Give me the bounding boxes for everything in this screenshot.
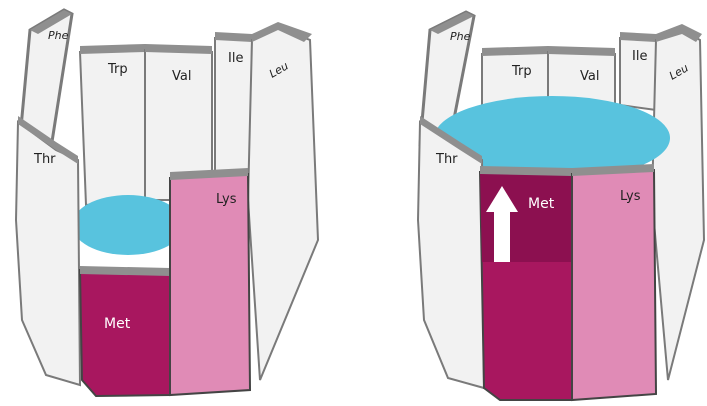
stave-ile-right: Ile <box>620 32 656 110</box>
label-ile-left: Ile <box>228 51 243 66</box>
stave-thr-left: Thr <box>16 116 80 385</box>
label-trp-left: Trp <box>107 62 128 77</box>
barrel-right: Phe Trp Val Ile Leu Thr <box>418 12 704 400</box>
label-ile-right: Ile <box>632 49 647 64</box>
label-lys-left: Lys <box>216 192 237 207</box>
label-met-right: Met <box>528 196 555 212</box>
label-lys-right: Lys <box>620 189 641 204</box>
label-phe-right: Phe <box>450 30 471 43</box>
label-thr-right: Thr <box>435 152 458 167</box>
label-trp-right: Trp <box>511 64 532 79</box>
barrel-left: Phe Trp Val Ile Leu Thr <box>16 10 318 396</box>
stave-met-left: Met <box>80 266 170 396</box>
water-left <box>72 195 184 255</box>
stave-leu-right: Leu <box>652 24 704 380</box>
label-thr-left: Thr <box>33 152 56 167</box>
stave-trp-left: Trp <box>80 44 145 205</box>
stave-lys-right: Lys <box>572 164 656 400</box>
label-met-left: Met <box>104 316 131 332</box>
label-phe-left: Phe <box>48 29 69 42</box>
label-val-right: Val <box>580 69 599 84</box>
stave-lys-left: Lys <box>170 168 250 395</box>
stave-leu-left: Leu <box>248 22 318 380</box>
label-val-left: Val <box>172 69 191 84</box>
stave-thr-right: Thr <box>418 116 484 388</box>
stave-met-right: Met <box>480 166 572 400</box>
